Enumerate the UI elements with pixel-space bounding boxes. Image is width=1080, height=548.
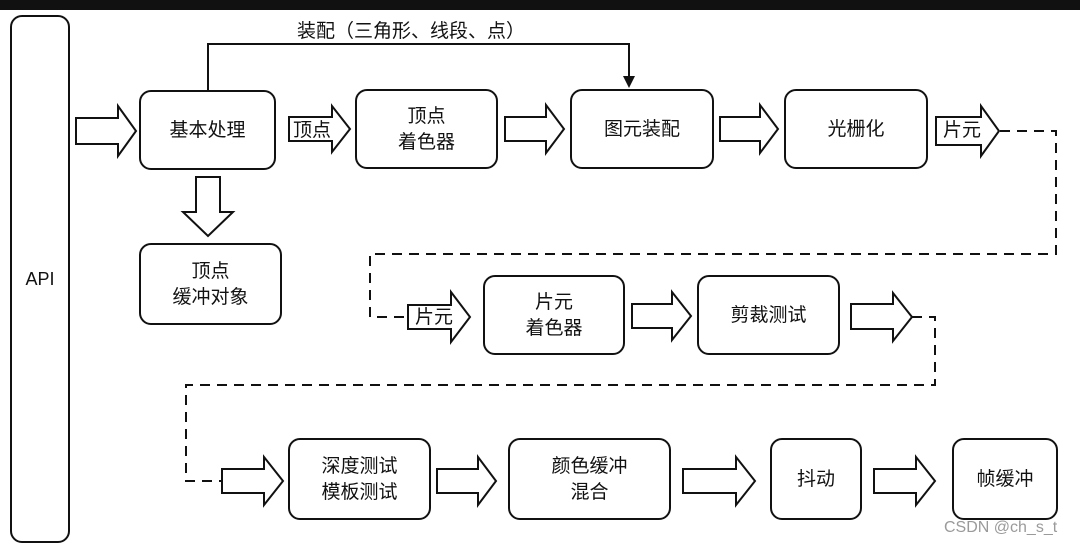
stage-depth-stencil-test: 深度测试 模板测试 [288,438,431,520]
arrow-basic-to-vertex-buffer [180,176,236,238]
arrow-depth-to-color-buffer [436,454,498,508]
stage-color-buffer-line-1: 颜色缓冲 [551,455,628,477]
arrow-rasterize-fragment-out [935,102,1001,160]
arrow-fragment-in [407,289,472,345]
arrow-dither-to-framebuffer [873,454,937,508]
stage-fragment-shader: 片元 着色器 [483,275,625,355]
arrow-color-buffer-to-dither [682,454,757,508]
stage-vertex-buffer-line-1: 顶点 [191,260,230,282]
stage-dither-line-1: 抖动 [796,468,835,490]
stage-framebuffer: 帧缓冲 [952,438,1058,520]
stage-depth-stencil-line-1: 深度测试 [321,455,398,477]
arrow-fragment-shader-to-scissor [631,289,693,343]
stage-vertex-shader: 顶点 着色器 [355,89,498,169]
arrow-label-fragment-in: 片元 [415,306,454,328]
arrow-label-vertex: 顶点 [293,119,332,141]
stage-rasterize-line-1: 光栅化 [827,118,885,140]
arrow-scissor-out [850,290,914,344]
dashed-connectors [185,130,1057,482]
stage-color-buffer-blend: 颜色缓冲 混合 [508,438,671,520]
stage-vertex-shader-line-2: 着色器 [397,131,455,153]
arrow-vertex-shader-to-assembly [504,102,566,156]
stage-scissor-test: 剪裁测试 [697,275,840,355]
stage-vertex-shader-line-1: 顶点 [407,105,446,127]
arrow-api-to-basic [75,102,138,160]
assembly-arrowhead [623,76,635,88]
stage-fragment-shader-line-1: 片元 [534,291,573,313]
stage-depth-stencil-line-2: 模板测试 [321,481,398,503]
stage-dither: 抖动 [770,438,862,520]
arrow-basic-to-vertex-shader [288,103,352,155]
stage-vertex-buffer-line-2: 缓冲对象 [172,286,249,308]
arrow-assembly-to-rasterize [719,102,780,156]
stage-rasterize: 光栅化 [784,89,928,169]
stage-vertex-buffer-object: 顶点 缓冲对象 [139,243,282,325]
stage-primitive-assembly: 图元装配 [570,89,714,169]
stage-fragment-shader-line-2: 着色器 [525,317,583,339]
assembly-label: 装配（三角形、线段、点） [297,20,526,42]
assembly-feedback-line [207,43,630,90]
stage-color-buffer-line-2: 混合 [570,481,609,503]
api-box: API [10,15,70,543]
top-black-bar [0,0,1080,10]
stage-primitive-assembly-line-1: 图元装配 [603,118,680,140]
stage-basic-line-1: 基本处理 [169,119,246,141]
watermark: CSDN @ch_s_t [944,519,1058,536]
stage-framebuffer-line-1: 帧缓冲 [976,468,1034,490]
arrow-label-fragment-out: 片元 [943,119,982,141]
stage-basic-processing: 基本处理 [139,90,276,170]
stage-scissor-line-1: 剪裁测试 [730,304,807,326]
api-label: API [25,269,55,289]
arrow-into-depth-stencil [221,454,285,508]
